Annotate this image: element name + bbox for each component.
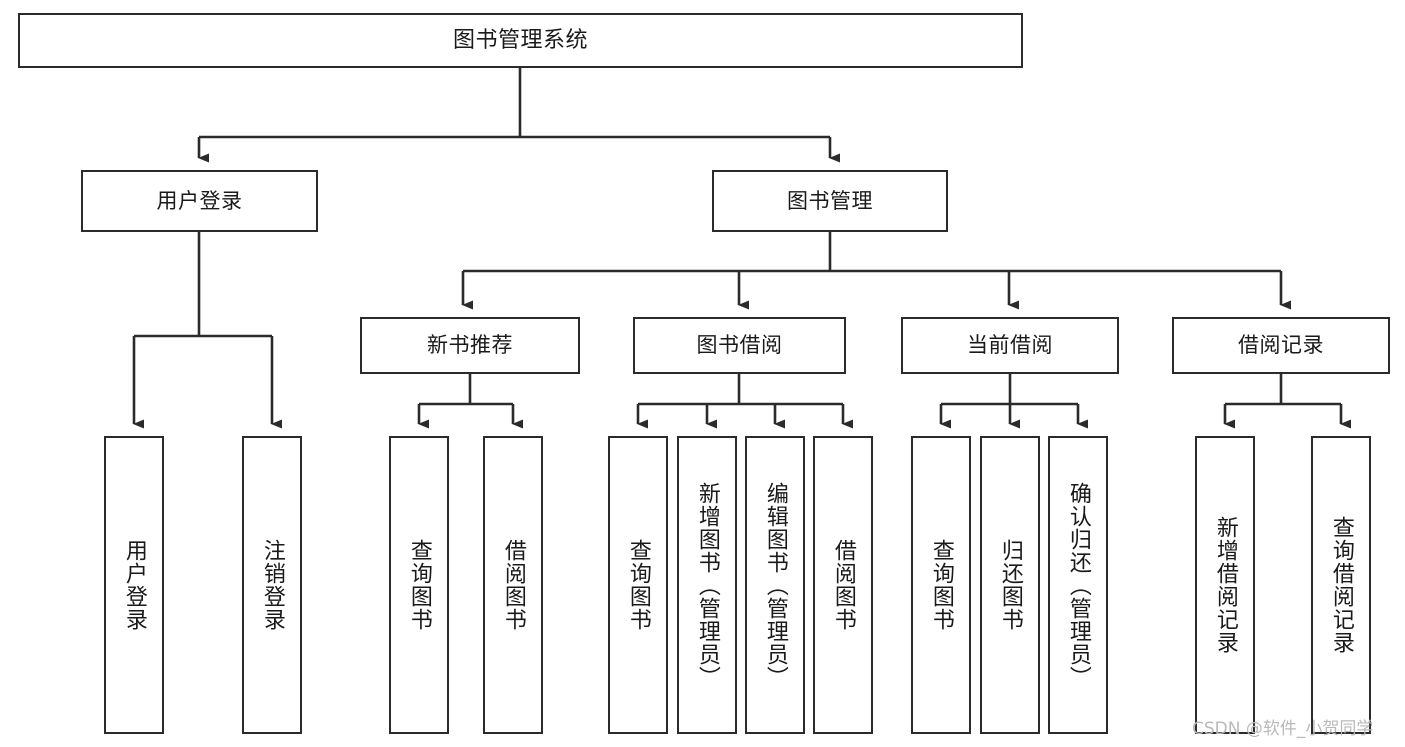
node-leaf-return-book-label: 归还图书 [997, 539, 1023, 631]
node-root[interactable]: 图书管理系统 [18, 13, 1023, 68]
node-leaf-query-record[interactable]: 查询借阅记录 [1311, 436, 1371, 734]
node-borrow-record[interactable]: 借阅记录 [1172, 317, 1390, 374]
node-leaf-query-book-3-label: 查询图书 [928, 539, 954, 631]
node-current-borrow-label: 当前借阅 [967, 333, 1053, 358]
node-leaf-query-book-1-label: 查询图书 [406, 539, 432, 631]
node-leaf-add-book-label: 新增图书（管理员） [694, 481, 720, 689]
node-leaf-query-book-2-label: 查询图书 [625, 539, 651, 631]
node-leaf-confirm-return-label: 确认归还（管理员） [1065, 481, 1091, 689]
node-leaf-add-record[interactable]: 新增借阅记录 [1195, 436, 1255, 734]
node-leaf-logout-label: 注销登录 [259, 539, 285, 631]
node-leaf-add-book[interactable]: 新增图书（管理员） [677, 436, 737, 734]
node-leaf-borrow-book-1-label: 借阅图书 [500, 539, 526, 631]
node-book-manage-label: 图书管理 [787, 188, 873, 213]
node-user-login-label: 用户登录 [156, 188, 243, 213]
node-leaf-borrow-book-2[interactable]: 借阅图书 [813, 436, 873, 734]
node-leaf-add-record-label: 新增借阅记录 [1212, 516, 1238, 654]
node-leaf-edit-book-label: 编辑图书（管理员） [762, 481, 788, 689]
node-book-borrow-label: 图书借阅 [696, 333, 783, 358]
node-leaf-user-login[interactable]: 用户登录 [104, 436, 164, 734]
node-leaf-logout[interactable]: 注销登录 [242, 436, 302, 734]
node-leaf-borrow-book-1[interactable]: 借阅图书 [483, 436, 543, 734]
node-root-label: 图书管理系统 [452, 27, 588, 53]
watermark: CSDN @软件_小贺同学 [1192, 719, 1374, 739]
node-user-login[interactable]: 用户登录 [81, 170, 318, 232]
node-leaf-borrow-book-2-label: 借阅图书 [830, 539, 856, 631]
node-new-book-recommend[interactable]: 新书推荐 [360, 317, 580, 374]
node-leaf-query-book-2[interactable]: 查询图书 [608, 436, 668, 734]
node-leaf-edit-book[interactable]: 编辑图书（管理员） [745, 436, 805, 734]
node-current-borrow[interactable]: 当前借阅 [901, 317, 1119, 374]
node-leaf-confirm-return[interactable]: 确认归还（管理员） [1048, 436, 1108, 734]
node-leaf-user-login-label: 用户登录 [121, 539, 147, 631]
node-leaf-query-book-3[interactable]: 查询图书 [911, 436, 971, 734]
node-leaf-return-book[interactable]: 归还图书 [980, 436, 1040, 734]
node-book-manage[interactable]: 图书管理 [712, 170, 948, 232]
node-new-book-recommend-label: 新书推荐 [427, 333, 513, 358]
node-leaf-query-record-label: 查询借阅记录 [1328, 516, 1354, 654]
node-leaf-query-book-1[interactable]: 查询图书 [389, 436, 449, 734]
node-book-borrow[interactable]: 图书借阅 [633, 317, 846, 374]
node-borrow-record-label: 借阅记录 [1238, 333, 1324, 358]
